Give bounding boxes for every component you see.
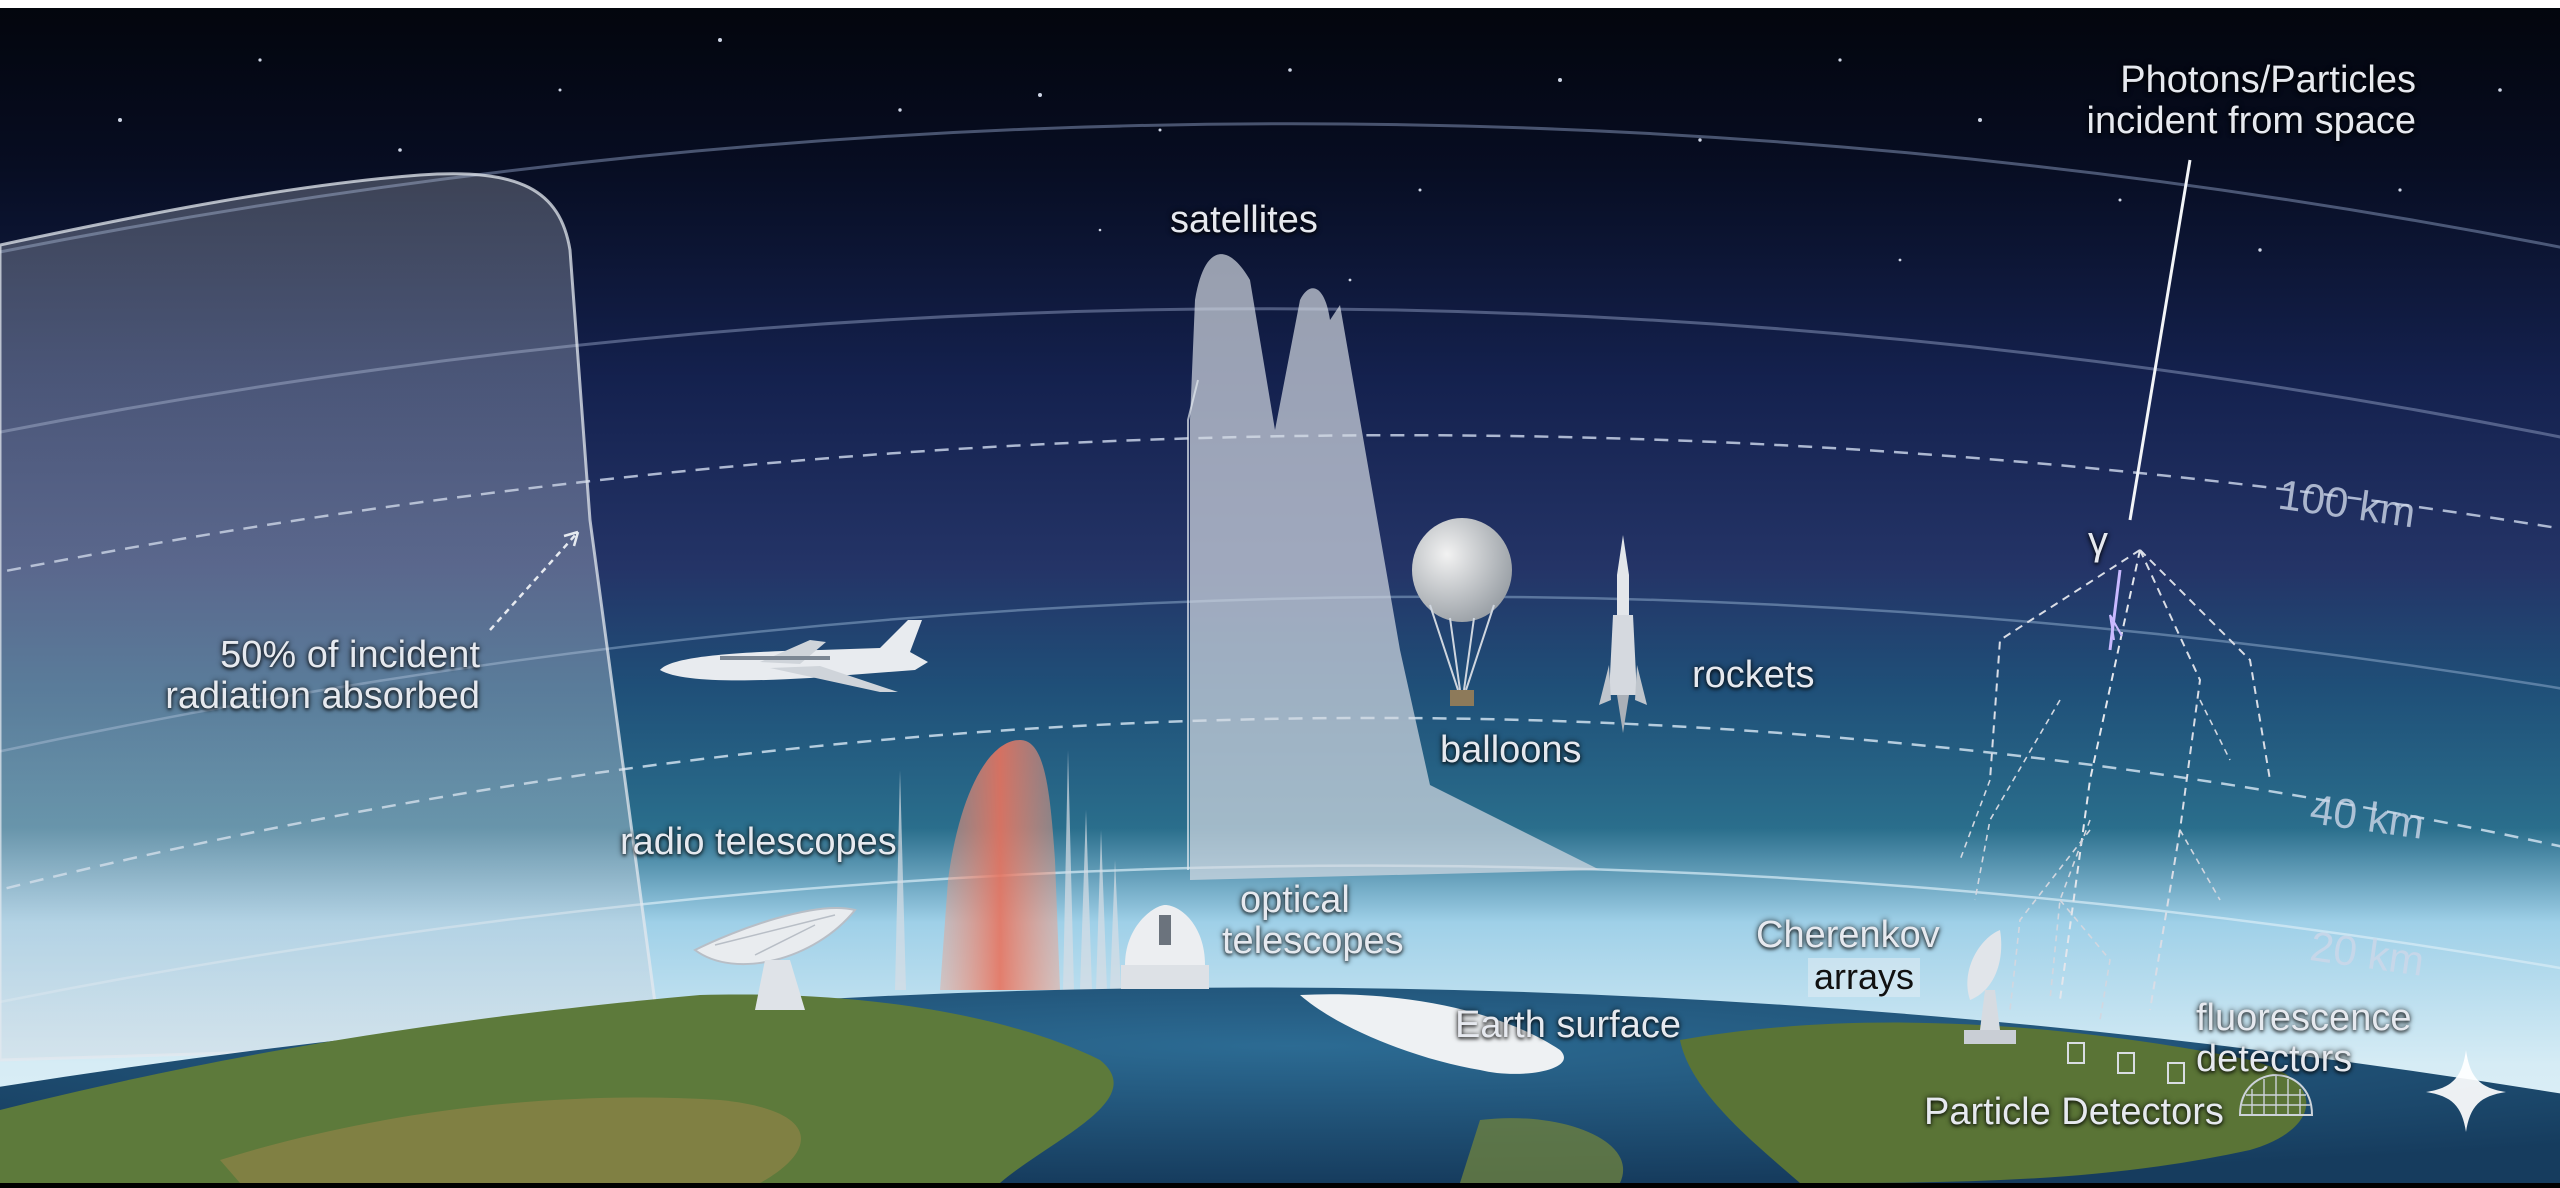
- fluorescence-detector-icon: [2238, 1073, 2314, 1116]
- photons-label-line1: Photons/Particles: [2120, 59, 2416, 101]
- balloons-label: balloons: [1440, 729, 1582, 771]
- airplane-icon: [660, 620, 928, 692]
- fluorescence-label-line2: detectors: [2196, 1038, 2353, 1081]
- rockets-label: rockets: [1692, 654, 1815, 696]
- radio-window: [940, 740, 1060, 990]
- earth-land: [0, 994, 2307, 1183]
- spectral-spikes: [895, 750, 1121, 990]
- cherenkov-arrays-label: arrays: [1808, 957, 1921, 997]
- absorption-curve: [0, 172, 662, 1062]
- fluorescence-label: fluorescence detectors: [2196, 997, 2412, 1081]
- particle-detectors-label: Particle Detectors: [1924, 1091, 2224, 1133]
- photons-label-line2: incident from space: [2086, 100, 2417, 143]
- rocket-icon: [1599, 535, 1647, 733]
- absorption-plateau: [1190, 254, 1600, 880]
- air-shower: [1959, 159, 2271, 1021]
- optical-label-line1: optical: [1240, 879, 1350, 921]
- observatory-dome-icon: [1121, 905, 1209, 989]
- radio-telescopes-label: radio telescopes: [620, 821, 897, 863]
- cherenkov-label: Cherenkov: [1756, 914, 1940, 956]
- satellites-label: satellites: [1170, 199, 1318, 241]
- cherenkov-telescope-icon: [1964, 930, 2016, 1044]
- radio-dish-icon: [693, 907, 857, 1010]
- weather-balloon-icon: [1412, 518, 1512, 706]
- cherenkov-label-line1: Cherenkov: [1756, 914, 1940, 956]
- absorbed-label: 50% of incident radiation absorbed: [140, 634, 480, 718]
- absorption-arrow: [489, 530, 580, 631]
- optical-label-line2: telescopes: [1222, 920, 1404, 963]
- earth-surface-label: Earth surface: [1455, 1004, 1681, 1046]
- fluorescence-label-line1: fluorescence: [2196, 997, 2412, 1039]
- sparkle-icon: [2426, 1050, 2506, 1132]
- particle-detector-icon: [2067, 1042, 2185, 1084]
- absorbed-label-line2: radiation absorbed: [165, 675, 480, 718]
- optical-telescopes-label: optical telescopes: [1222, 879, 1404, 963]
- absorbed-label-line1: 50% of incident: [220, 634, 480, 676]
- stars: [118, 38, 2502, 282]
- photons-label: Photons/Particles incident from space: [2056, 59, 2417, 143]
- gamma-label: γ: [2088, 519, 2108, 563]
